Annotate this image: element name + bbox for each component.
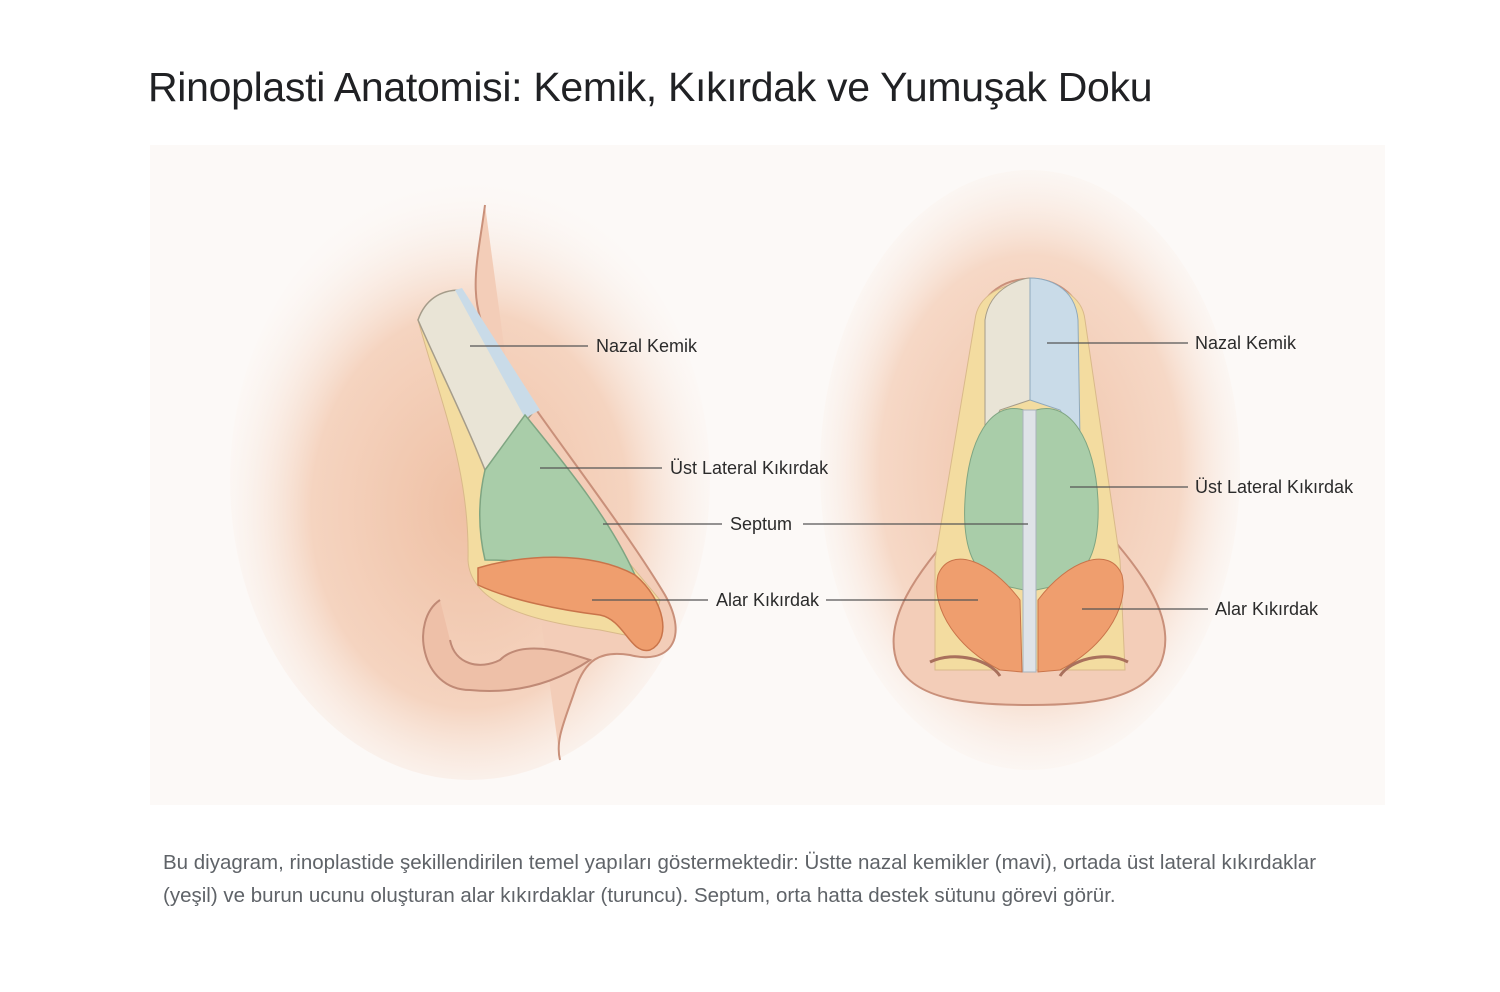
side-nasal-bone-blue — [455, 288, 540, 418]
label-side-ust-lateral-kikirdak: Üst Lateral Kıkırdak — [670, 458, 829, 478]
label-front-alar-kikirdak: Alar Kıkırdak — [1215, 599, 1319, 619]
label-side-alar-kikirdak: Alar Kıkırdak — [716, 590, 820, 610]
side-view-nose — [230, 180, 710, 780]
label-septum: Septum — [730, 514, 792, 534]
front-alar-left — [936, 558, 1023, 673]
label-front-ust-lateral-kikirdak: Üst Lateral Kıkırdak — [1195, 477, 1354, 497]
figure-caption: Bu diyagram, rinoplastide şekillendirile… — [163, 851, 1317, 907]
label-front-nazal-kemik: Nazal Kemik — [1195, 333, 1297, 353]
page-title: Rinoplasti Anatomisi: Kemik, Kıkırdak ve… — [148, 64, 1153, 110]
front-nostril-right — [1058, 655, 1129, 677]
front-septum — [1022, 409, 1037, 673]
side-alar-cartilage — [477, 556, 664, 652]
side-nostril — [422, 599, 593, 692]
label-side-nazal-kemik: Nazal Kemik — [596, 336, 698, 356]
front-nasal-bone-left — [984, 277, 1031, 441]
front-nostril-left — [929, 655, 1002, 677]
side-nasal-bone — [417, 289, 536, 472]
front-alar-right — [1037, 558, 1124, 673]
front-view-nose — [820, 170, 1240, 770]
